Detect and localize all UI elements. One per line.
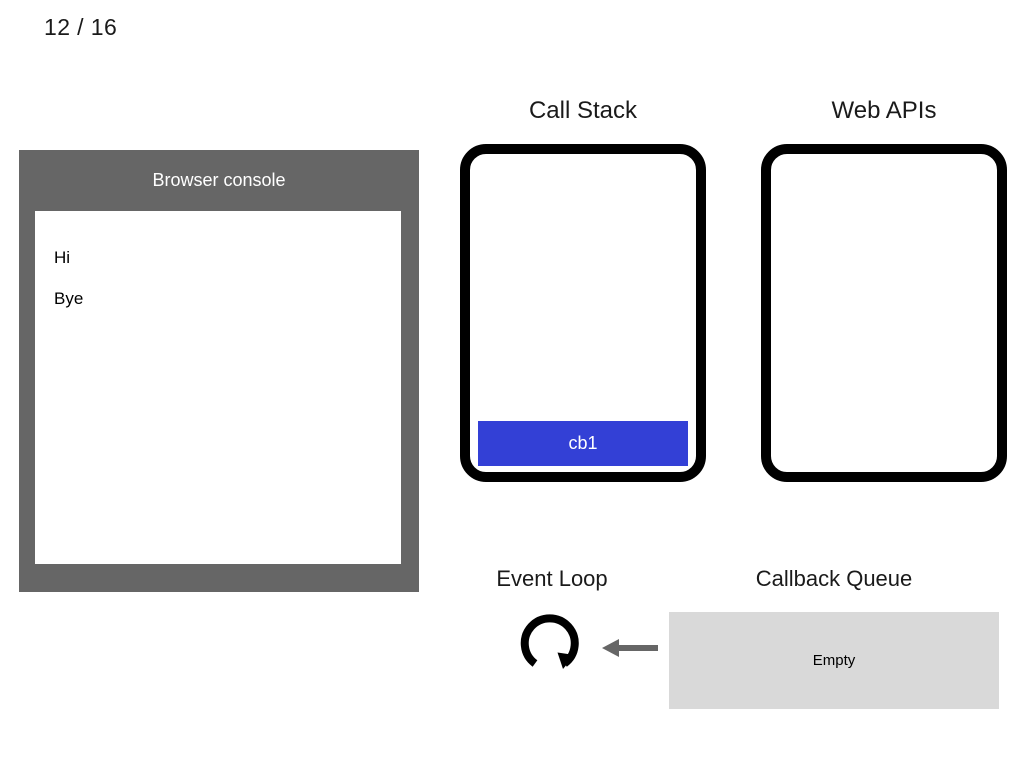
console-log-line: Hi — [54, 248, 71, 267]
call-stack-frame: cb1 — [478, 421, 688, 466]
web-apis-group: Web APIs — [761, 96, 1007, 482]
callback-queue-box: Empty — [669, 612, 999, 709]
callback-queue-status: Empty — [812, 652, 856, 669]
web-apis-title: Web APIs — [831, 97, 937, 124]
circular-arrow-icon — [520, 614, 579, 669]
slide-counter: 12 / 16 — [44, 14, 118, 40]
call-stack-group: Call Stack cb1 — [460, 96, 706, 482]
callback-queue-group: Callback Queue Empty — [669, 565, 999, 709]
event-loop-label: Event Loop — [496, 566, 608, 591]
console-log-line: Bye — [54, 289, 84, 308]
callback-queue-label: Callback Queue — [755, 566, 913, 591]
browser-console-panel: Browser console Hi Bye — [19, 150, 419, 592]
call-stack-title: Call Stack — [528, 97, 638, 124]
browser-console-title: Browser console — [152, 170, 286, 190]
call-stack-box: cb1 — [460, 144, 706, 482]
event-loop-group: Event Loop — [473, 565, 631, 677]
arrow-left-icon — [602, 639, 658, 657]
browser-console-output: Hi Bye — [35, 211, 401, 564]
web-apis-box — [761, 144, 1007, 482]
